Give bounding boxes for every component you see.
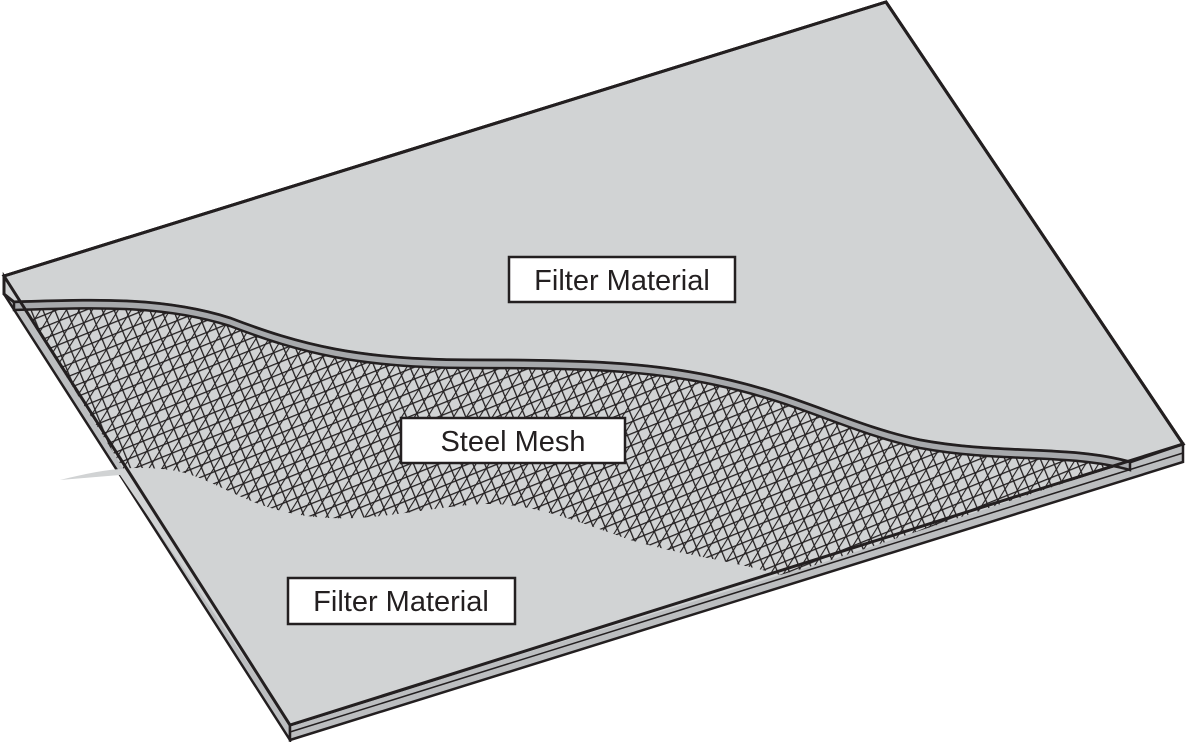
label-bottom-filter-material: Filter Material — [286, 576, 517, 626]
label-bottom-filter-material-text: Filter Material — [313, 586, 489, 618]
label-steel-mesh-text: Steel Mesh — [440, 426, 585, 458]
top-filter-edge — [12, 299, 1132, 472]
label-steel-mesh: Steel Mesh — [399, 416, 627, 465]
label-top-filter-material-text: Filter Material — [534, 265, 710, 297]
label-top-filter-material: Filter Material — [507, 255, 737, 304]
